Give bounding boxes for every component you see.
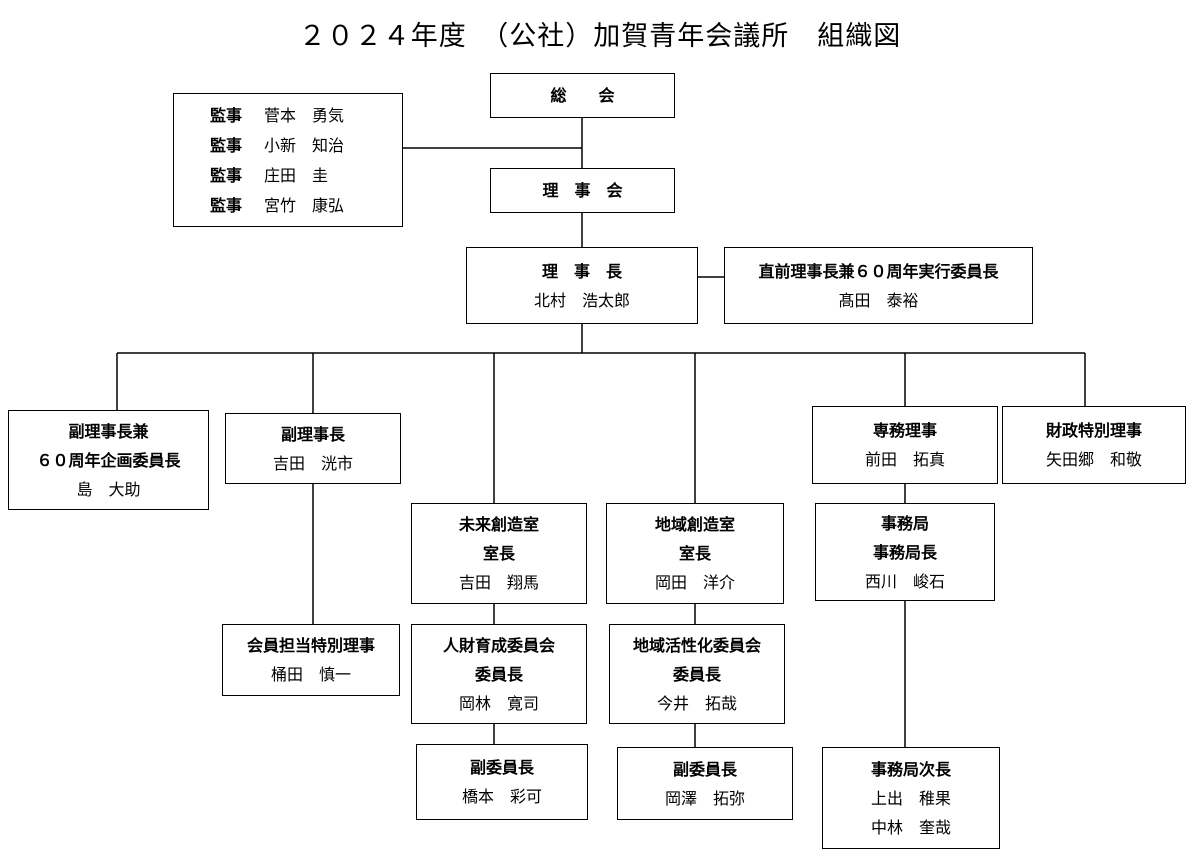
secretariat-label: 事務局	[880, 513, 929, 533]
finance-director-name: 矢田郷 和敬	[1045, 450, 1142, 469]
vice-president-role: 副理事長	[280, 424, 345, 444]
vice-chair-role: 副委員長	[672, 759, 737, 779]
page-title: ２０２４年度 （公社）加賀青年会議所 組織図	[298, 21, 902, 52]
office-head-name: 吉田 翔馬	[458, 573, 539, 592]
regional-office-label: 地域創造室	[654, 515, 735, 534]
auditor-role: 監事	[210, 106, 243, 125]
past-president-box: 直前理事長兼６０周年実行委員長 髙田 泰裕	[724, 247, 1033, 324]
general-assembly-label: 総 会	[550, 86, 615, 105]
membership-director-name: 桶田 慎一	[270, 665, 351, 684]
future-office-box: 未来創造室 室長 吉田 翔馬	[411, 503, 587, 604]
executive-director-name: 前田 拓真	[864, 450, 945, 469]
finance-director-role: 財政特別理事	[1045, 421, 1142, 440]
office-head-role: 室長	[678, 544, 711, 563]
president-name: 北村 浩太郎	[533, 290, 630, 310]
executive-director-role: 専務理事	[872, 421, 937, 440]
hr-committee-box: 人財育成委員会 委員長 岡林 寛司	[411, 624, 587, 724]
deputy-secretariat-role: 事務局次長	[870, 759, 951, 779]
president-box: 理 事 長 北村 浩太郎	[466, 247, 698, 324]
past-president-role: 直前理事長兼６０周年実行委員長	[758, 261, 999, 281]
auditor-name: 小新 知治	[264, 136, 345, 155]
auditor-name: 宮竹 康弘	[264, 196, 345, 215]
vice-chair-role: 副委員長	[469, 758, 534, 777]
auditor-name: 庄田 圭	[264, 166, 329, 185]
vice-chair-name: 岡澤 拓弥	[664, 788, 745, 808]
vice-president-name: 島 大助	[76, 479, 141, 499]
auditor-role: 監事	[210, 166, 243, 185]
vice-president-60th-box: 副理事長兼 ６０周年企画委員長 島 大助	[8, 410, 209, 510]
committee-chair-name: 岡林 寛司	[458, 693, 539, 713]
future-office-label: 未来創造室	[458, 515, 539, 534]
regional-office-box: 地域創造室 室長 岡田 洋介	[606, 503, 784, 604]
general-assembly-box: 総 会	[490, 73, 675, 118]
committee-chair-name: 今井 拓哉	[656, 693, 737, 713]
hr-committee-label: 人財育成委員会	[442, 635, 555, 655]
revitalization-vice-chair-box: 副委員長 岡澤 拓弥	[617, 747, 793, 820]
auditor-role: 監事	[210, 196, 243, 215]
revitalization-committee-box: 地域活性化委員会 委員長 今井 拓哉	[609, 624, 785, 724]
auditor-role: 監事	[210, 136, 243, 155]
membership-director-role: 会員担当特別理事	[246, 636, 375, 655]
deputy-secretariat-name: 中林 奎哉	[870, 817, 951, 837]
revitalization-committee-label: 地域活性化委員会	[632, 635, 761, 655]
secretariat-box: 事務局 事務局長 西川 峻石	[815, 503, 995, 601]
office-head-name: 岡田 洋介	[654, 573, 735, 592]
membership-director-box: 会員担当特別理事 桶田 慎一	[222, 624, 400, 696]
vice-chair-name: 橋本 彩可	[461, 787, 542, 806]
deputy-secretariat-box: 事務局次長 上出 稚果 中林 奎哉	[822, 747, 1000, 849]
board-label: 理 事 会	[542, 181, 623, 200]
committee-chair-role: 委員長	[474, 664, 523, 684]
committee-chair-role: ６０周年企画委員長	[36, 450, 181, 470]
board-box: 理 事 会	[490, 168, 675, 213]
office-head-role: 室長	[482, 544, 515, 563]
past-president-name: 髙田 泰裕	[838, 290, 919, 310]
auditors-box: 監事 菅本 勇気 監事 小新 知治 監事 庄田 圭 監事 宮竹 康弘	[173, 93, 403, 227]
committee-chair-role: 委員長	[672, 664, 721, 684]
secretariat-head-name: 西川 峻石	[864, 571, 945, 591]
president-role: 理 事 長	[541, 261, 622, 281]
auditor-name: 菅本 勇気	[264, 106, 345, 125]
hr-vice-chair-box: 副委員長 橋本 彩可	[416, 744, 588, 820]
secretariat-head-role: 事務局長	[872, 542, 937, 562]
finance-director-box: 財政特別理事 矢田郷 和敬	[1002, 406, 1186, 484]
deputy-secretariat-name: 上出 稚果	[870, 788, 951, 808]
vice-president-name: 吉田 洸市	[272, 453, 353, 473]
executive-director-box: 専務理事 前田 拓真	[812, 406, 998, 484]
vice-president-role: 副理事長兼	[68, 421, 149, 441]
vice-president-box: 副理事長 吉田 洸市	[225, 413, 401, 484]
